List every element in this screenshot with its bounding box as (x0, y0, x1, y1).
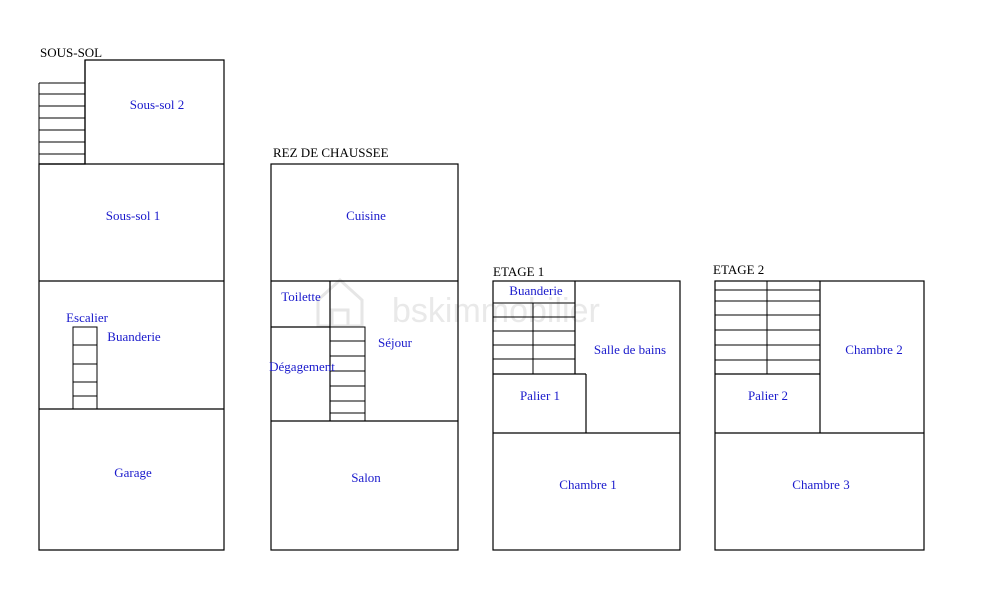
room-label-garage: Garage (114, 465, 152, 480)
floor-etage-1: ETAGE 1 Buanderie Salle de bains Palier … (492, 264, 681, 551)
room-label-salle-de-bains: Salle de bains (594, 342, 666, 357)
room-label-sous-sol-1: Sous-sol 1 (106, 208, 161, 223)
room-label-sous-sol-2: Sous-sol 2 (130, 97, 185, 112)
room-label-chambre-1: Chambre 1 (559, 477, 616, 492)
floor-title-rez-de-chaussee: REZ DE CHAUSSEE (273, 145, 389, 160)
floor-title-sous-sol: SOUS-SOL (40, 45, 102, 60)
room-label-buanderie: Buanderie (509, 283, 563, 298)
room-label-degagement: Dégagement (269, 359, 335, 374)
room-label-palier-1: Palier 1 (520, 388, 560, 403)
floor-rez-de-chaussee: REZ DE CHAUSSEE Cuisine Toilette Séjour … (269, 145, 459, 551)
room-label-sejour: Séjour (378, 335, 413, 350)
room-label-chambre-2: Chambre 2 (845, 342, 902, 357)
room-label-salon: Salon (351, 470, 381, 485)
floor-title-etage-2: ETAGE 2 (713, 262, 764, 277)
house-logo-icon (316, 277, 364, 328)
room-label-buanderie: Buanderie (107, 329, 161, 344)
room-label-cuisine: Cuisine (346, 208, 386, 223)
floor-etage-2: ETAGE 2 Chambre 2 Palier 2 Chambre 3 (713, 262, 925, 551)
room-label-escalier: Escalier (66, 310, 109, 325)
staircase (715, 281, 820, 374)
rdc-outline (270, 163, 459, 551)
etage-1-outline (492, 280, 681, 551)
room-label-toilette: Toilette (281, 289, 321, 304)
staircase (38, 82, 85, 164)
watermark: bskimmobilier (316, 277, 600, 330)
watermark-text: bskimmobilier (392, 292, 600, 330)
room-label-palier-2: Palier 2 (748, 388, 788, 403)
staircase (329, 326, 366, 422)
floor-title-etage-1: ETAGE 1 (493, 264, 544, 279)
staircase (72, 326, 98, 410)
floor-sous-sol: SOUS-SOL Sous-sol 2 Sous-sol 1 Es (38, 45, 225, 551)
staircase (493, 302, 575, 374)
room-label-chambre-3: Chambre 3 (792, 477, 849, 492)
